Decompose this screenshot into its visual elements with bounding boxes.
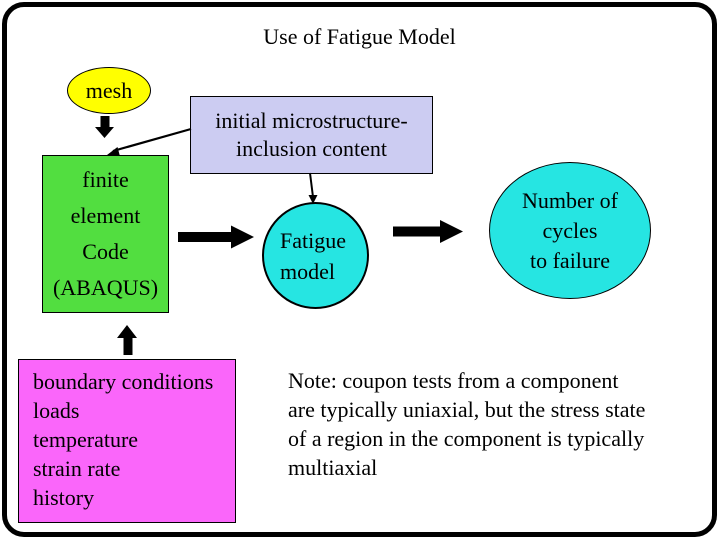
node-boundary-conditions-line: boundary conditions	[33, 369, 214, 394]
node-finite-element-code-line: Code	[82, 239, 129, 264]
note-text-line: are typically uniaxial, but the stress s…	[288, 397, 646, 422]
note-text: Note: coupon tests from a component are …	[288, 366, 713, 482]
node-finite-element-code-line: finite	[82, 167, 129, 192]
slide-title: Use of Fatigue Model	[263, 24, 456, 49]
arrow-microstructure-to-fatigue-icon	[308, 172, 318, 204]
note-text-line: multiaxial	[288, 455, 378, 480]
arrow-boundary-to-fe-code-icon	[117, 325, 137, 355]
node-number-of-cycles: Number of cycles to failure	[489, 162, 651, 299]
arrow-microstructure-to-fe-code-icon	[107, 127, 192, 156]
node-number-of-cycles-line: Number of	[522, 187, 618, 213]
node-finite-element-code-line: (ABAQUS)	[52, 275, 159, 300]
node-fatigue-model: Fatigue model	[262, 202, 369, 309]
node-fatigue-model-line: Fatigue	[280, 227, 346, 253]
node-mesh: mesh	[67, 67, 151, 114]
node-mesh-label: mesh	[85, 77, 133, 103]
node-boundary-conditions-line: strain rate	[33, 456, 121, 481]
note-text-line: of a region in the component is typicall…	[288, 426, 645, 451]
node-fatigue-model-line: model	[280, 258, 335, 284]
node-number-of-cycles-line: cycles	[542, 217, 598, 243]
node-initial-microstructure: initial microstructure- inclusion conten…	[190, 96, 433, 174]
arrow-fatigue-to-cycles-icon	[393, 220, 463, 243]
node-initial-microstructure-line: initial microstructure-	[215, 108, 408, 133]
arrow-mesh-to-fe-code-icon	[95, 116, 114, 138]
node-boundary-conditions-line: temperature	[33, 427, 139, 452]
node-initial-microstructure-line: inclusion content	[236, 136, 387, 161]
arrow-fe-code-to-fatigue-icon	[178, 225, 254, 249]
node-boundary-conditions-line: history	[33, 485, 95, 510]
node-finite-element-code-line: element	[70, 203, 141, 228]
node-number-of-cycles-line: to failure	[529, 247, 611, 273]
node-finite-element-code: finite element Code (ABAQUS)	[42, 155, 169, 313]
note-text-line: Note: coupon tests from a component	[288, 368, 619, 393]
node-boundary-conditions: boundary conditions loads temperature st…	[18, 359, 236, 523]
node-boundary-conditions-line: loads	[33, 398, 80, 423]
